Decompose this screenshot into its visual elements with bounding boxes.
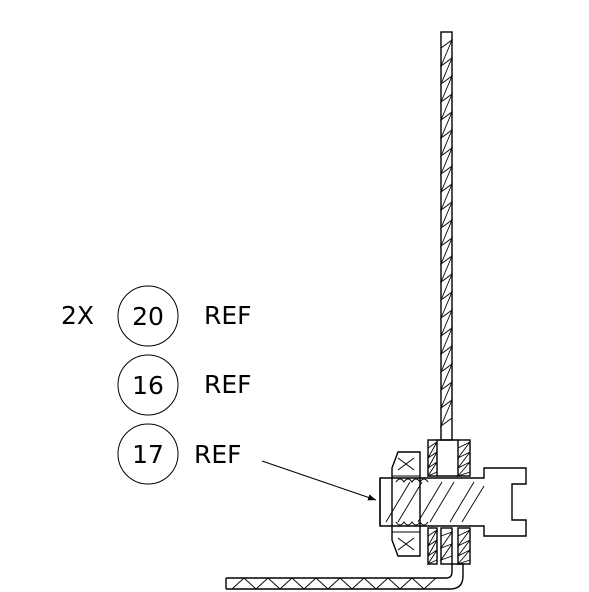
connector-body [379,467,527,537]
callout-20: 2X 20 REF [61,285,252,347]
panel-hatch [439,38,454,428]
balloon-number: 20 [132,302,164,331]
balloon-number: 17 [132,440,164,469]
callout-17: 17 REF [117,423,242,485]
balloon-circle [117,285,179,347]
callout-prefix: 2X [61,301,94,330]
leader-line [261,460,377,501]
nut-assembly [391,439,471,566]
callout-suffix: REF [194,440,242,469]
vertical-panel [439,31,454,565]
balloon-circle [117,354,179,416]
connector-hatch [385,481,485,523]
callout-suffix: REF [204,370,252,399]
callout-16: 16 REF [117,354,252,416]
balloon-circle [117,423,179,485]
balloon-number: 16 [132,371,164,400]
callout-suffix: REF [204,301,252,330]
bottom-flange [225,563,464,590]
